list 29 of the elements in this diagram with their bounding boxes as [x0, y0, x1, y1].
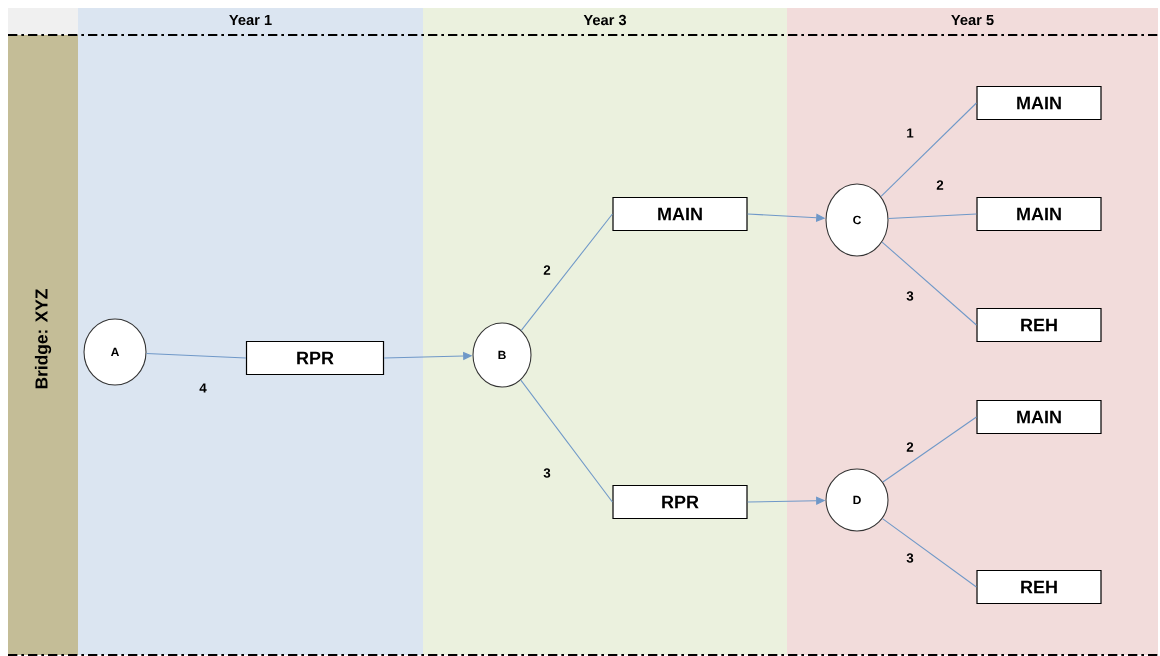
edge-label: 2 — [906, 442, 914, 452]
chance-node: B — [472, 322, 532, 388]
edge-label: 1 — [907, 128, 914, 138]
chance-node: C — [825, 183, 889, 257]
action-box: REH — [976, 307, 1102, 343]
action-box: RPR — [245, 340, 385, 376]
connector-line — [881, 518, 977, 588]
column-band: Bridge: XYZ — [8, 35, 78, 655]
action-box: RPR — [612, 484, 748, 520]
connector-line — [882, 416, 977, 483]
edge-label: 2 — [936, 180, 944, 190]
connector-line — [881, 241, 977, 326]
action-box: MAIN — [976, 196, 1102, 232]
connector-line — [887, 213, 977, 219]
chance-node: D — [825, 468, 889, 532]
action-box: MAIN — [976, 399, 1102, 435]
connector-line — [520, 213, 613, 331]
connector-line — [880, 102, 977, 197]
action-box: REH — [976, 569, 1102, 605]
edge-label: 2 — [543, 265, 551, 275]
connector-line — [145, 352, 247, 359]
action-box: MAIN — [612, 196, 748, 232]
edge-label: 3 — [543, 468, 551, 478]
connector-line — [520, 379, 613, 503]
edge-label: 3 — [906, 553, 914, 563]
action-box: MAIN — [976, 85, 1102, 121]
edge-label: 4 — [199, 383, 207, 393]
edge-label: 3 — [906, 291, 914, 301]
chance-node: A — [83, 318, 147, 386]
